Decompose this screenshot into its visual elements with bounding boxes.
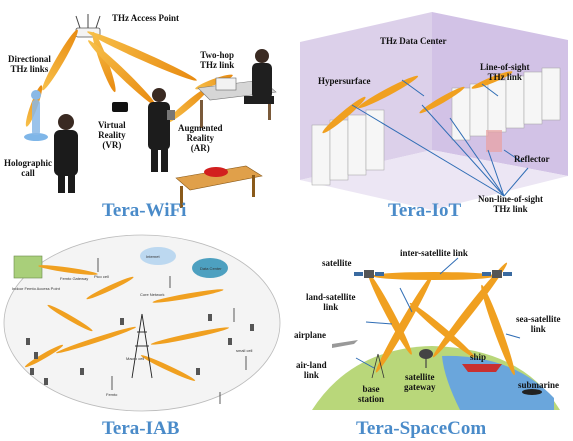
datacenter-cloud-icon	[192, 258, 228, 278]
two-hop-line-2: THz link	[200, 60, 235, 70]
holographic-label: Holographic call	[4, 158, 52, 178]
spacecom-illustration	[312, 257, 560, 410]
space-link-arrows	[355, 257, 521, 369]
iab-small-cell-label: small cell	[236, 348, 253, 353]
gateway-label: satellite gateway	[404, 372, 436, 392]
los-line-2: THz link	[487, 72, 522, 82]
tera-iab-panel: Internet Data Center Core Network Indoor…	[0, 228, 290, 441]
iab-macro-label: Macro cell	[126, 356, 145, 361]
office-desk	[197, 49, 277, 128]
man-figure	[54, 114, 78, 193]
land-sat-label: land-satellite link	[306, 292, 356, 312]
submarine-label: submarine	[518, 380, 560, 390]
datacenter-label: THz Data Center	[380, 36, 447, 46]
iab-pico-label: Pico cell	[94, 274, 109, 279]
access-point-label: THz Access Point	[112, 13, 179, 23]
reflector-label: Reflector	[514, 154, 550, 164]
ship-icon	[462, 364, 502, 372]
wifi-illustration	[24, 14, 277, 208]
satellite-right-icon	[482, 270, 512, 278]
vr-line-3: (VR)	[102, 140, 122, 150]
nlos-label: Non-line-of-sight THz link	[478, 194, 543, 214]
los-line-1: Line-of-sight	[480, 62, 530, 72]
iot-beams	[322, 71, 513, 134]
ship-label: ship	[470, 352, 487, 362]
ar-label: Augmented Reality (AR)	[178, 123, 223, 153]
vr-line-2: Reality	[98, 130, 126, 140]
nlos-line-1: Non-line-of-sight	[478, 194, 543, 204]
iab-femto-label: Femto	[106, 392, 118, 397]
tera-spacecom-panel: satellite inter-satellite link land-sate…	[292, 228, 573, 441]
network-area	[3, 234, 281, 412]
satellite-left-icon	[354, 270, 384, 278]
reflector-panel	[486, 130, 502, 152]
los-label: Line-of-sight THz link	[480, 62, 530, 82]
iab-datacenter-label: Data Center	[200, 266, 222, 271]
air-land-line-2: link	[303, 370, 319, 380]
ar-table	[175, 165, 263, 208]
base-station-label: base station	[358, 384, 384, 404]
space-beams	[368, 262, 515, 376]
two-hop-line-1: Two-hop	[200, 50, 235, 60]
directional-line-2: THz links	[10, 64, 49, 74]
gateway-line-1: satellite	[405, 372, 435, 382]
air-land-line-1: air-land	[296, 360, 327, 370]
ar-person	[148, 88, 175, 172]
holographic-person	[24, 90, 48, 141]
ar-line-2: Reality	[186, 133, 215, 143]
tera-wifi-panel: THz Access Point Directional THz links T…	[0, 0, 290, 225]
hypersurface-label: Hypersurface	[318, 76, 371, 86]
airplane-icon	[332, 340, 358, 348]
base-line-1: base	[362, 384, 380, 394]
holographic-line-2: call	[21, 168, 35, 178]
vr-label: Virtual Reality (VR)	[98, 120, 126, 150]
iot-illustration	[300, 12, 568, 210]
tera-spacecom-title: Tera-SpaceCom	[356, 418, 487, 439]
iab-femto-gw-label: Femto Gateway	[60, 276, 89, 281]
iab-illustration	[3, 234, 281, 412]
land-sat-line-1: land-satellite	[306, 292, 356, 302]
vr-line-1: Virtual	[98, 120, 126, 130]
nlos-line-2: THz link	[493, 204, 528, 214]
tera-iot-panel: THz Data Center Hypersurface Line-of-sig…	[292, 0, 573, 225]
nlos-arrows	[351, 79, 529, 197]
internet-cloud-icon	[140, 247, 176, 265]
tera-iot-title: Tera-IoT	[388, 200, 462, 221]
intersat-label: inter-satellite link	[400, 248, 468, 258]
device-icons	[26, 314, 254, 385]
air-land-label: air-land link	[296, 360, 327, 380]
directional-line-1: Directional	[8, 54, 51, 64]
small-cell-icons	[97, 258, 247, 404]
submarine-icon	[522, 389, 542, 395]
iab-core-label: Core Network	[140, 292, 165, 297]
sea-sat-line-2: link	[530, 324, 546, 334]
sea-sat-label: sea-satellite link	[516, 314, 560, 334]
base-station-icon	[371, 353, 385, 379]
ar-line-3: (AR)	[190, 143, 210, 153]
holographic-line-1: Holographic	[4, 158, 53, 168]
tera-wifi-title: Tera-WiFi	[102, 200, 187, 221]
directional-label: Directional THz links	[8, 54, 51, 74]
sea-sat-line-1: sea-satellite	[516, 314, 561, 324]
server-racks	[311, 67, 561, 186]
tera-iab-title: Tera-IAB	[102, 418, 180, 439]
vr-headset-icon	[112, 102, 128, 112]
macro-tower-icon	[131, 313, 153, 379]
iab-internet-label: Internet	[146, 254, 160, 259]
land-sat-line-2: link	[323, 302, 339, 312]
satellite-label: satellite	[322, 258, 352, 268]
two-hop-label: Two-hop THz link	[200, 50, 234, 70]
airplane-label: airplane	[294, 330, 327, 340]
ar-line-1: Augmented	[178, 123, 223, 133]
building-icon	[13, 255, 43, 279]
iab-femto-ap-label: Indoor Femto Access Point	[12, 286, 60, 291]
base-line-2: station	[358, 394, 385, 404]
gateway-line-2: gateway	[404, 382, 436, 392]
satellite-dish-icon	[419, 349, 433, 368]
iab-beams	[24, 265, 230, 381]
